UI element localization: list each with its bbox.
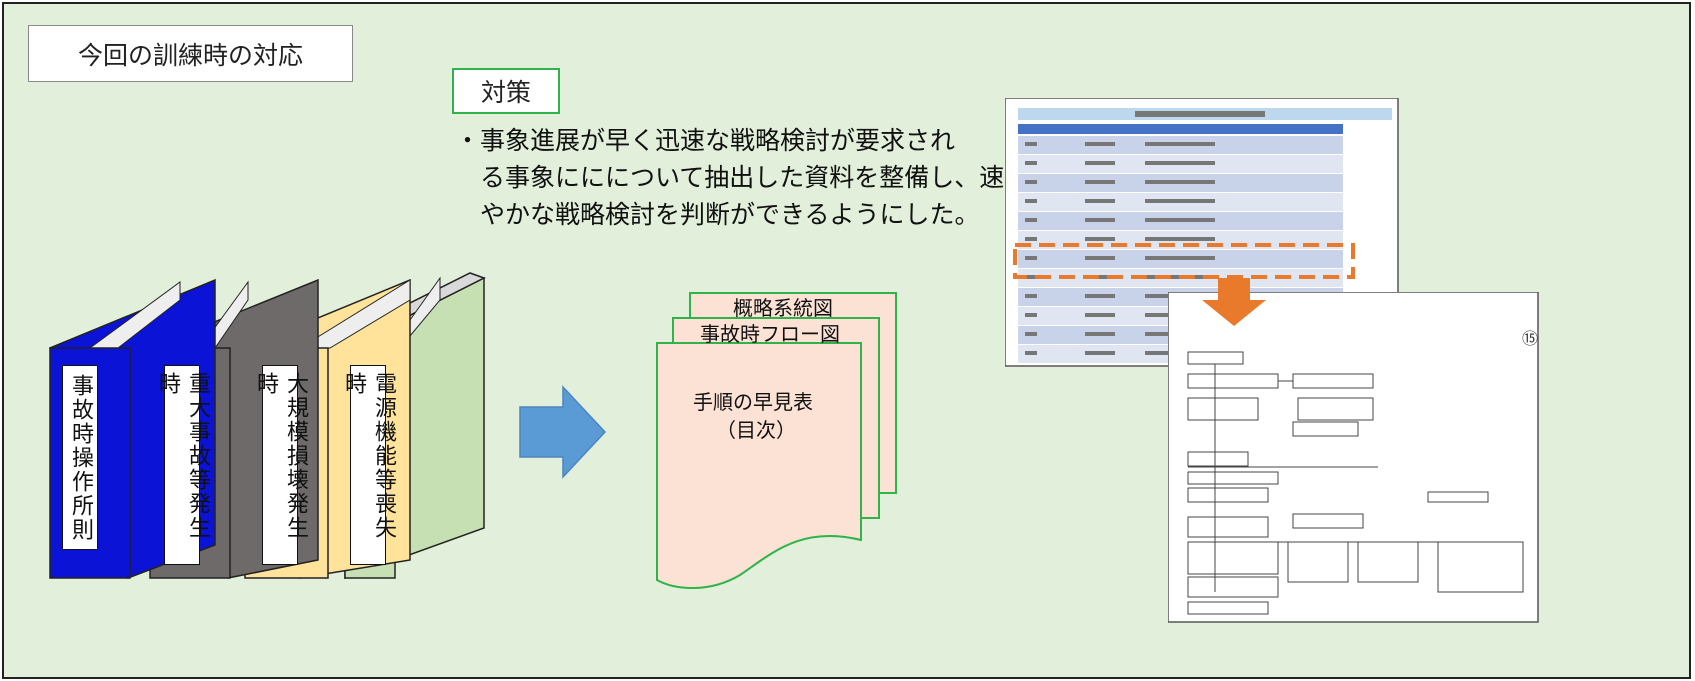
flow-box [1292, 421, 1359, 437]
measure-description: ・事象進展が早く迅速な戦略検討が要求され る事象ににについて抽出した資料を整備し… [455, 122, 1005, 233]
toc-cell-text [1145, 199, 1215, 203]
measure-label: 対策 [452, 68, 560, 114]
right-arrow-icon [519, 385, 607, 479]
flow-box [1187, 451, 1249, 467]
toc-cell-text [1085, 218, 1115, 222]
toc-cell-text [1145, 218, 1215, 222]
toc-cell-text [1085, 275, 1115, 279]
toc-cell-text [1025, 142, 1037, 146]
toc-cell-text [1085, 332, 1115, 336]
toc-cell-text [1085, 161, 1115, 165]
toc-cell-text [1025, 237, 1037, 241]
section-title: 今回の訓練時の対応 [28, 25, 353, 82]
flow-box [1292, 513, 1364, 529]
toc-cell-text [1085, 237, 1115, 241]
toc-cell-text [1085, 256, 1115, 260]
toc-cell-text [1085, 142, 1115, 146]
document-procedure-index [656, 342, 862, 589]
svg-text:⑮: ⑮ [1522, 329, 1538, 348]
toc-cell-text [1025, 256, 1037, 260]
toc-cell-text [1025, 332, 1037, 336]
toc-cell-text [1025, 199, 1037, 203]
toc-cell-text [1025, 161, 1037, 165]
toc-cell-text [1085, 199, 1115, 203]
toc-cell-text [1085, 351, 1115, 355]
toc-cell-text [1145, 161, 1215, 165]
toc-cell-text [1085, 294, 1115, 298]
binder-label-1: 事故時操作所則 [62, 365, 98, 550]
toc-cell-text [1145, 180, 1215, 184]
highlight-marker [1013, 243, 1355, 326]
document-front-title-1: 手順の早見表 [693, 390, 813, 414]
document-stack [656, 292, 897, 589]
toc-cell-text [1025, 275, 1037, 279]
toc-cell-text [1025, 313, 1037, 317]
toc-cell-text [1145, 237, 1215, 241]
measure-line-2: る事象ににについて抽出した資料を整備し、速 [480, 163, 1005, 192]
binder-label-4: 電源機能等喪失時 [341, 365, 396, 565]
binder-label-2: 重大事故等発生時 [155, 365, 210, 565]
document-middle-title: 事故時フロー図 [700, 322, 840, 346]
toc-cell-text [1145, 142, 1215, 146]
accident-flow-thumbnail: ⑮ [1168, 292, 1539, 623]
flow-box [1187, 471, 1279, 485]
measure-line-3: やかな戦略検討を判断ができるようにした。 [480, 200, 980, 229]
flow-box [1187, 601, 1269, 615]
down-arrow-icon [1202, 278, 1266, 326]
toc-cell-text [1145, 256, 1215, 260]
toc-cell-text [1025, 218, 1037, 222]
flow-box [1187, 576, 1279, 598]
document-front-title-2: （目次） [716, 418, 796, 442]
toc-cell-text [1025, 180, 1037, 184]
flow-box [1187, 516, 1269, 538]
flow-box [1187, 541, 1279, 575]
toc-cell-text [1085, 180, 1115, 184]
binder-label-3: 大規模損壊発生時 [253, 365, 308, 565]
measure-line-1: ・事象進展が早く迅速な戦略検討が要求され [455, 126, 956, 155]
toc-cell-text [1085, 313, 1115, 317]
toc-cell-text [1025, 351, 1037, 355]
flow-box [1297, 397, 1374, 421]
flow-box [1187, 397, 1259, 421]
document-back-title: 概略系統図 [733, 296, 833, 320]
toc-cell-text [1025, 294, 1037, 298]
flow-box [1187, 487, 1269, 503]
flow-box [1427, 491, 1489, 503]
